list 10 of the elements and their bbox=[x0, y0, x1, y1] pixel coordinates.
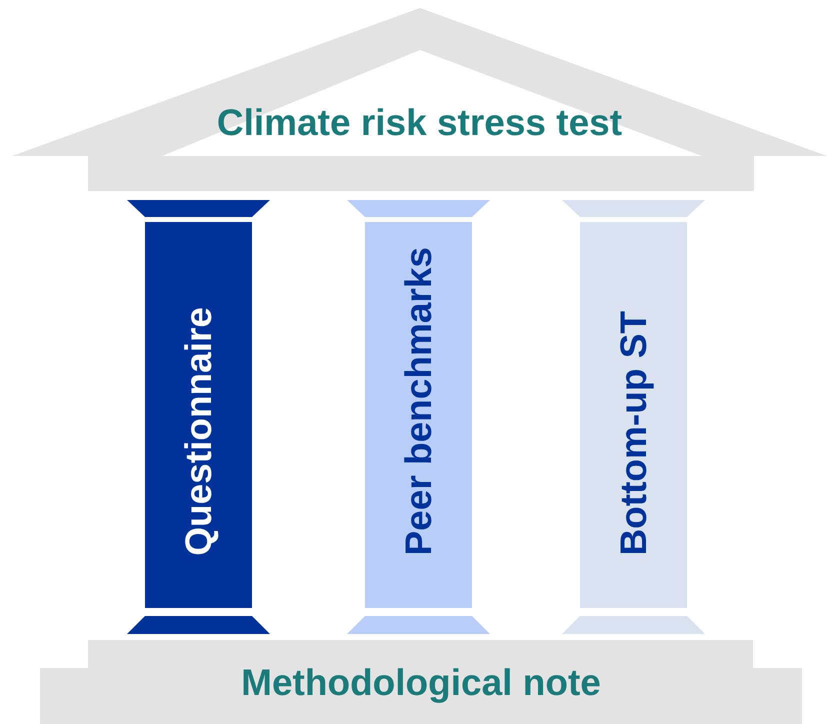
pillar bbox=[347, 200, 490, 634]
roof-shape bbox=[12, 8, 827, 191]
base-plinth bbox=[40, 640, 802, 724]
roof-title: Climate risk stress test bbox=[216, 102, 624, 144]
pillar-label: Peer benchmarks bbox=[398, 247, 440, 556]
pillar bbox=[127, 200, 270, 634]
base-label: Methodological note bbox=[240, 662, 602, 704]
pillar bbox=[562, 200, 705, 634]
pillar-label: Bottom-up ST bbox=[612, 311, 654, 556]
pillar-label: Questionnaire bbox=[178, 307, 220, 556]
